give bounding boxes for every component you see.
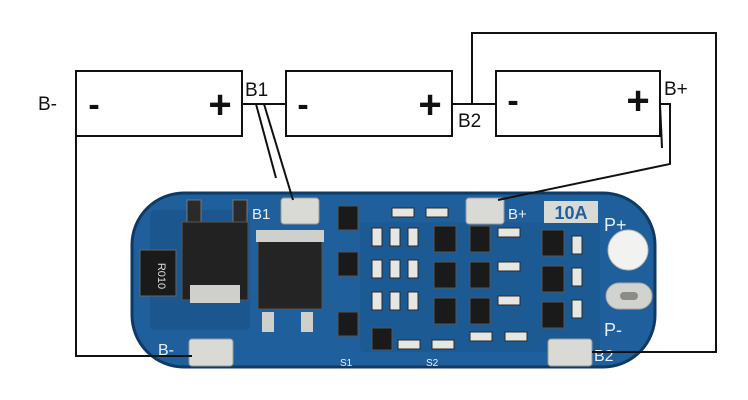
ic-left-tab [190, 285, 240, 303]
component-array [371, 207, 583, 350]
cell-2-pos-sign: + [418, 83, 441, 127]
wire-b1-pad [263, 103, 294, 201]
current-rating: 10A [554, 203, 587, 223]
cell-2-body [285, 70, 453, 137]
label-b1: B1 [245, 80, 268, 101]
cell-3-neg-sign: - [507, 82, 518, 120]
mosfet-tab [256, 230, 324, 242]
pad-p-minus-hole [620, 292, 638, 300]
cell-1-pos-sign: + [208, 83, 231, 127]
battery-cell-2: - + [285, 70, 453, 137]
cell-1-neg-sign: - [88, 86, 99, 124]
cell-3-pos-sign: + [626, 79, 649, 123]
pad-b1 [280, 197, 320, 225]
silk-b-minus: B- [158, 342, 174, 359]
wire-b1-pad-2 [255, 103, 277, 179]
mosfet-leg [301, 312, 313, 332]
silk-p-minus: P- [604, 320, 622, 340]
cell-3-body [495, 70, 661, 137]
silk-s2: S2 [426, 358, 439, 369]
pad-b2 [547, 338, 593, 367]
silk-b-plus: B+ [508, 206, 527, 223]
pad-b-minus [188, 338, 234, 367]
silk-b2: B2 [594, 348, 614, 365]
battery-cell-3: - + [495, 70, 661, 137]
cell-2-neg-sign: - [297, 86, 308, 124]
battery-cell-1: - + [75, 70, 243, 137]
wires [75, 32, 717, 357]
shunt-resistor [139, 249, 177, 297]
pcb-board: R010 B1 B+ 10A P+ [130, 191, 657, 369]
resistor-code: R010 [155, 263, 167, 289]
pad-p-plus [607, 229, 649, 271]
smd-part [186, 199, 202, 223]
silk-s1: S1 [340, 358, 353, 369]
silk-p-plus: P+ [604, 215, 627, 235]
silk-b1: B1 [252, 206, 270, 223]
smd-part [232, 199, 248, 223]
wire-b-minus [75, 104, 192, 357]
wire-b2-pad [471, 32, 717, 353]
cell-1-body [75, 70, 243, 137]
label-b-minus: B- [38, 94, 57, 115]
mosfet-center [257, 236, 323, 310]
rating-badge [544, 201, 598, 223]
wire-b-plus [497, 103, 671, 201]
label-b2: B2 [458, 111, 481, 132]
label-b-plus: B+ [664, 79, 688, 100]
transistor-array [337, 205, 565, 351]
pad-b-plus [465, 197, 505, 225]
mosfet-leg [262, 312, 274, 332]
